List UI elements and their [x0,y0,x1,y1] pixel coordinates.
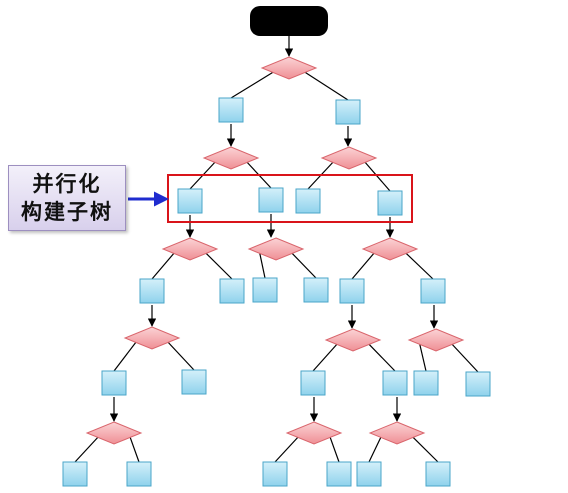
leaf-node [420,278,446,304]
root-node [250,6,328,36]
split-node [247,237,305,261]
leaf-node [295,188,321,214]
tree-branch-line [230,71,274,99]
tree-nodes [62,6,491,487]
tree-branch-line [205,252,233,280]
split-node [260,56,318,80]
tree-branch-line [368,437,382,463]
tree-branch-line [274,436,299,463]
tree-branch-line [129,437,140,463]
leaf-node [219,278,245,304]
tree-branch-line [167,341,195,371]
leaf-node [252,277,278,303]
leaf-node [139,278,165,304]
tree-branch-line [312,343,338,372]
leaf-node [181,369,207,395]
tree-branch-line [351,253,375,280]
split-node [320,146,378,170]
split-node [123,326,181,350]
leaf-node [218,97,244,123]
leaf-node [101,370,127,396]
leaf-node [126,461,152,487]
split-node [85,421,143,445]
parallel-subtree-callout: 并行化 构建子树 [8,165,126,231]
tree-branch-line [364,162,391,192]
split-node [368,421,426,445]
leaf-node [262,461,288,487]
tree-branch-line [151,253,175,280]
callout-line-2: 构建子树 [21,200,113,224]
leaf-node [377,190,403,216]
leaf-node [413,370,439,396]
leaf-node [465,371,491,397]
split-node [407,328,465,352]
tree-branch-line [451,343,479,373]
leaf-node [335,99,361,125]
split-node [202,146,260,170]
leaf-node [356,461,382,487]
leaf-node [425,461,451,487]
split-node [324,328,382,352]
leaf-node [258,187,284,213]
tree-branch-line [113,342,137,372]
leaf-node [177,188,203,214]
tree-branch-line [329,437,340,463]
tree-branch-line [419,344,427,372]
tree-branch-line [405,252,434,280]
leaf-node [303,277,329,303]
tree-branch-line [304,71,349,101]
callout-line-1: 并行化 [32,172,102,196]
tree-branch-line [412,436,439,463]
split-node [285,421,343,445]
tree-branch-line [74,436,99,463]
leaf-node [300,370,326,396]
tree-branch-line [291,252,317,279]
parallel-subtree-highlight [167,174,413,223]
tree-branch-line [368,343,396,372]
tree-edges [74,36,479,463]
leaf-node [339,278,365,304]
leaf-node [326,461,352,487]
tree-branch-line [259,253,266,279]
split-node [361,237,419,261]
leaf-node [62,461,88,487]
leaf-node [382,370,408,396]
split-node [161,237,219,261]
